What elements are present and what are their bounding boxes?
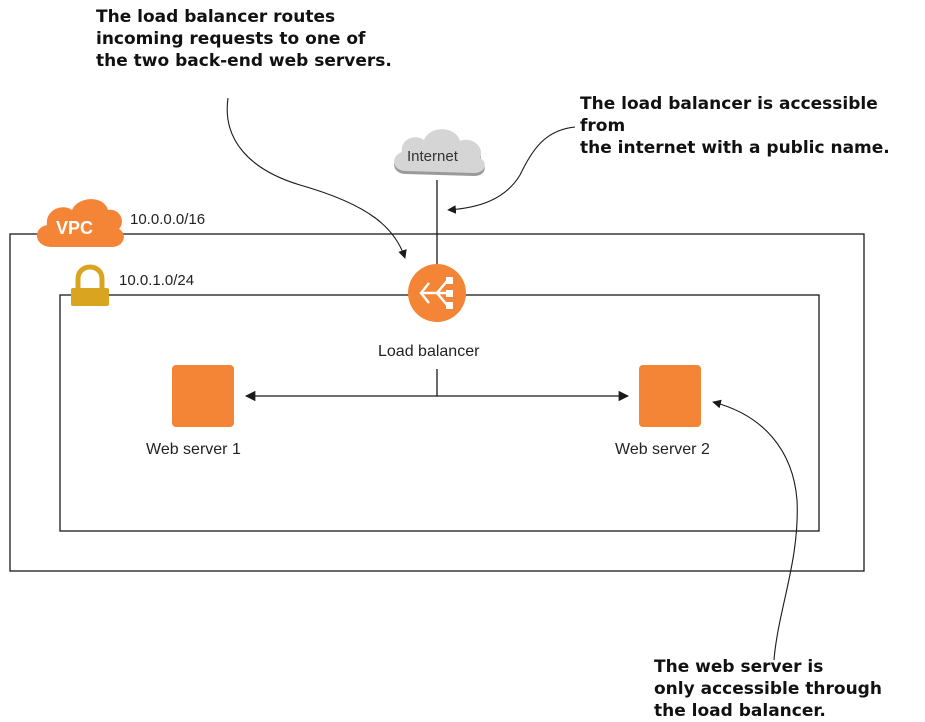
vpc-badge-label: VPC	[56, 218, 94, 238]
annotation-line: only accessible through	[654, 679, 882, 699]
vpc-cidr: 10.0.0.0/16	[130, 211, 206, 228]
web-server-1-label: Web server 1	[146, 441, 241, 458]
annotation-pointer-lb-public	[447, 126, 576, 214]
lock-icon	[71, 264, 109, 306]
annotation-line: The load balancer is accessible from	[580, 94, 878, 136]
annotation-pointer-lb-routes	[226, 97, 407, 259]
annotation-line: The load balancer routes	[96, 7, 336, 27]
internet-label: Internet	[407, 148, 458, 165]
annotation-line: the load balancer.	[654, 701, 826, 721]
ec2-instance-icon	[639, 365, 701, 427]
annotation-line: The web server is	[654, 657, 824, 677]
annotation-lb-public: The load balancer is accessible from the…	[580, 93, 925, 159]
load-balancer-label: Load balancer	[378, 343, 480, 360]
vpc-cloud-icon	[36, 199, 124, 247]
annotation-lb-routes: The load balancer routes incoming reques…	[96, 6, 392, 72]
annotation-pointer-ws-access	[712, 399, 798, 661]
annotation-ws-access: The web server is only accessible throug…	[654, 656, 882, 722]
subnet-cidr: 10.0.1.0/24	[119, 272, 195, 289]
annotation-line: the two back-end web servers.	[96, 51, 392, 71]
load-balancer-icon	[408, 264, 466, 322]
cloud-icon	[394, 129, 485, 176]
ec2-instance-icon	[172, 365, 234, 427]
annotation-line: the internet with a public name.	[580, 138, 890, 158]
web-server-2-label: Web server 2	[615, 441, 710, 458]
annotation-line: incoming requests to one of	[96, 29, 366, 49]
